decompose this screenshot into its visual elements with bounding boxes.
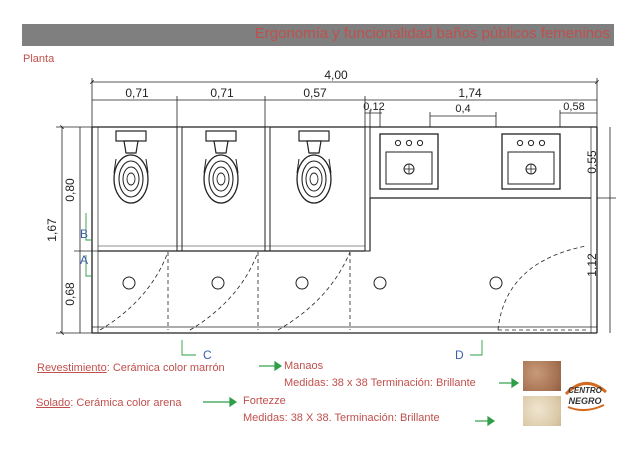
stall-partitions <box>98 126 591 252</box>
section-d: D <box>455 348 464 362</box>
section-markers <box>85 213 483 356</box>
toilet-3 <box>296 130 332 204</box>
toilet-1 <box>113 130 149 204</box>
dim-stall-1: 0,71 <box>125 86 149 100</box>
right-dimensions <box>597 127 616 333</box>
revestimiento-specs: Medidas: 38 x 38 Terminación: Brillante <box>284 377 476 389</box>
revestimiento-brand: Manaos <box>284 360 324 372</box>
sink-2 <box>501 133 561 190</box>
floor-drains <box>122 276 503 290</box>
section-a: A <box>80 253 88 267</box>
dim-left-total: 1,67 <box>45 218 59 242</box>
section-b: B <box>80 227 88 241</box>
dim-right-lower: 1,12 <box>585 253 599 277</box>
title-bar: Ergonomía y funcionalidad baños públicos… <box>22 24 614 46</box>
dim-stall-3: 0,57 <box>303 86 327 100</box>
sink-1 <box>379 133 439 190</box>
solado-line: Solado: Cerámica color arena <box>36 397 182 409</box>
dim-gap-1: 0,12 <box>363 101 384 113</box>
page-title: Ergonomía y funcionalidad baños públicos… <box>254 25 610 42</box>
plan-label: Planta <box>23 53 55 65</box>
revestimiento-line: Revestimiento: Cerámica color marrón <box>37 362 225 374</box>
legend-arrows <box>203 360 520 427</box>
centro-negro-logo: CENTRO NEGRO <box>564 382 607 411</box>
dim-gap-2: 0,58 <box>563 101 584 113</box>
dim-total: 4,00 <box>324 68 348 82</box>
walls <box>91 126 598 334</box>
dim-stall-2: 0,71 <box>210 86 234 100</box>
section-c: C <box>203 348 212 362</box>
top-dimensions <box>90 78 599 127</box>
tile-swatch-sand <box>523 396 561 426</box>
logo-line-1: CENTRO <box>568 386 603 395</box>
dim-right-total: 1,74 <box>458 86 482 100</box>
revestimiento-label: Revestimiento <box>37 362 107 374</box>
door-swings <box>99 245 587 331</box>
revestimiento-text: : Cerámica color marrón <box>106 362 225 374</box>
toilet-2 <box>203 130 239 204</box>
dim-left-upper: 0,80 <box>63 178 77 202</box>
dim-sink-gap: 0,4 <box>455 103 470 115</box>
logo-line-2: NEGRO <box>568 396 601 406</box>
dim-right-upper: 0,55 <box>585 150 599 174</box>
solado-text: : Cerámica color arena <box>70 397 182 409</box>
solado-specs: Medidas: 38 X 38. Terminación: Brillante <box>243 412 440 424</box>
dim-left-lower: 0,68 <box>63 282 77 306</box>
left-dimensions <box>56 125 98 335</box>
tile-swatch-brown <box>523 361 561 391</box>
solado-brand: Fortezze <box>243 395 286 407</box>
solado-label: Solado <box>36 397 71 409</box>
